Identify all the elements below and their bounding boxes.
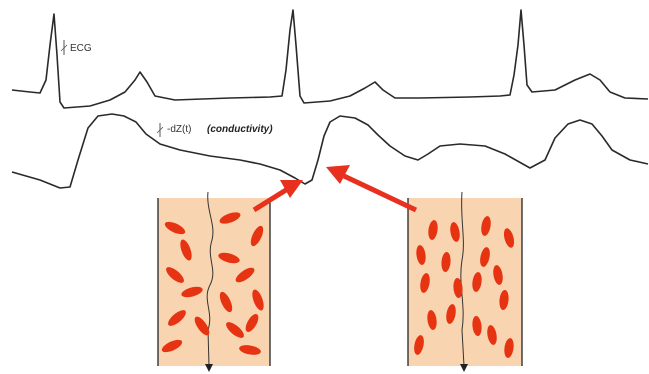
ecg-trace [12,10,648,108]
arrow-left-to-trace [254,180,303,210]
impedance-label: -dZ(t) (conductivity) [157,123,273,137]
flow-arrowhead [205,364,213,372]
ecg-label: ECG [61,40,92,55]
arrow-right-to-trace [326,165,416,210]
vessel-aligned [408,192,522,372]
ecg-label-text: ECG [70,43,92,54]
flow-arrowhead [460,364,468,372]
impedance-trace [12,114,648,188]
impedance-label-suffix: (conductivity) [207,124,273,135]
pointer-arrows [254,165,416,210]
vessel-disordered [158,192,270,372]
impedance-label-prefix: -dZ(t) [167,124,191,135]
